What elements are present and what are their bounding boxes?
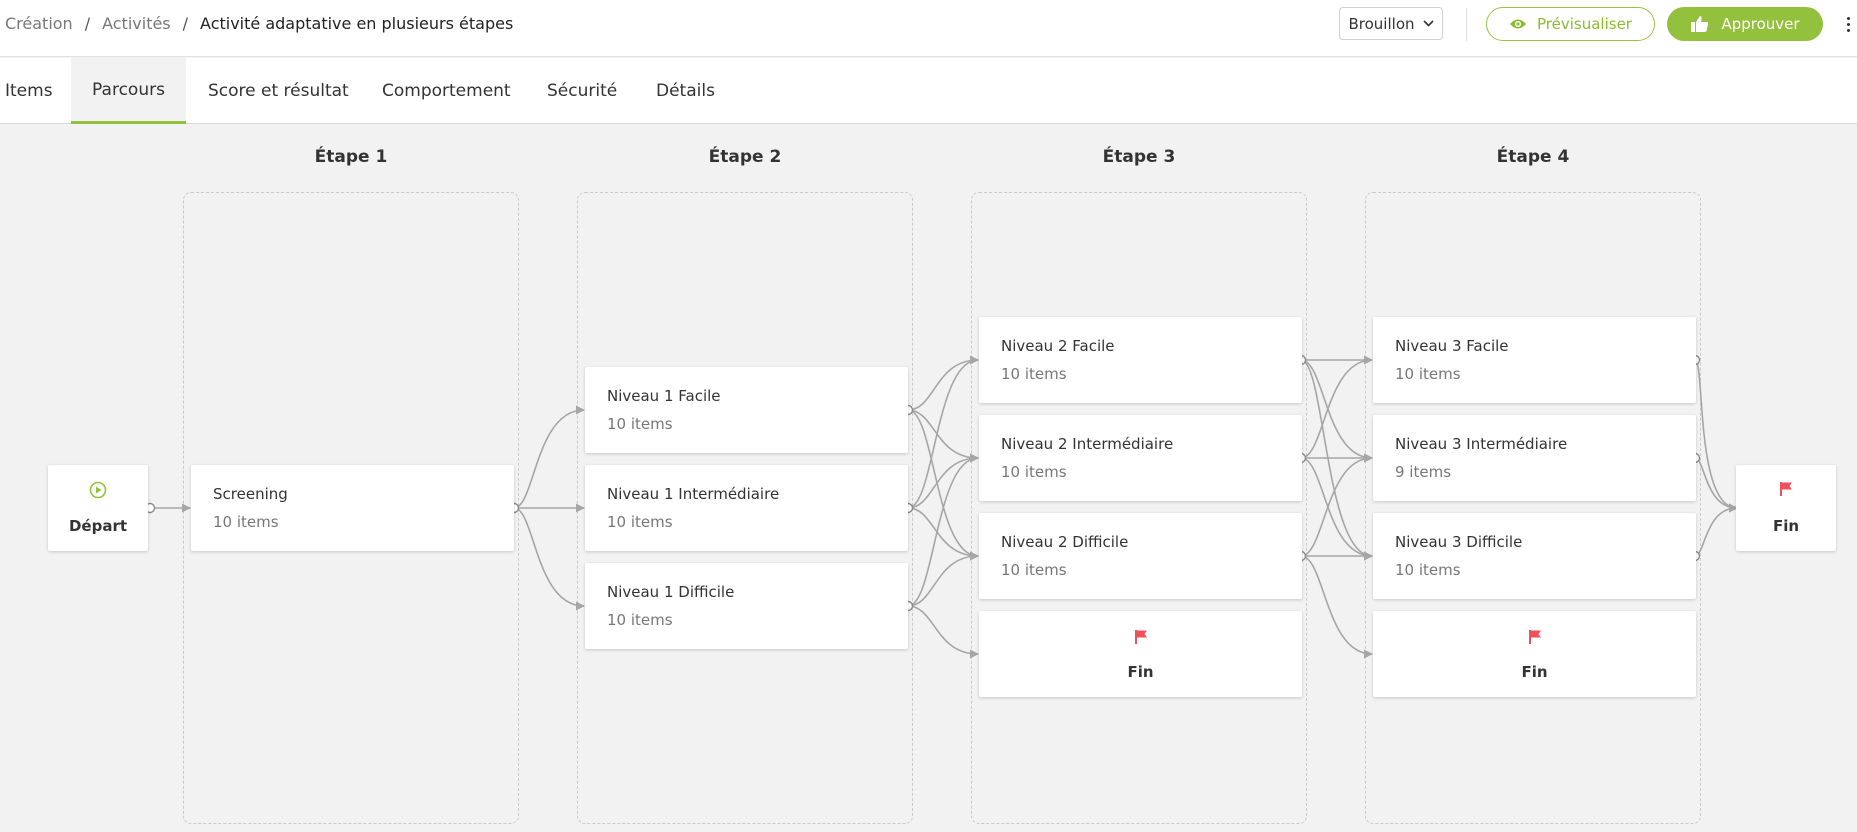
stage-title: Étape 1 — [314, 147, 388, 167]
start-node-label: Départ — [68, 517, 128, 535]
activity-node[interactable]: Niveau 3 Difficile 10 items — [1373, 513, 1696, 599]
end-node[interactable]: Fin — [979, 611, 1302, 697]
tab-bar: Items Parcours Score et résultat Comport… — [0, 58, 1857, 124]
node-item-count: 10 items — [1001, 365, 1067, 383]
node-name: Niveau 1 Intermédiaire — [607, 485, 780, 503]
breadcrumb-link-creation[interactable]: Création — [5, 14, 73, 33]
chevron-down-icon — [1422, 20, 1434, 27]
node-item-count: 10 items — [1395, 365, 1461, 383]
top-bar: Création / Activités / Activité adaptati… — [0, 0, 1857, 57]
approve-button-label: Approuver — [1721, 15, 1800, 33]
tab-items[interactable]: Items — [5, 81, 53, 101]
node-name: Niveau 2 Facile — [1001, 337, 1115, 355]
breadcrumb-link-activites[interactable]: Activités — [102, 14, 171, 33]
node-name: Screening — [213, 485, 288, 503]
preview-button-label: Prévisualiser — [1537, 15, 1632, 33]
flag-icon — [1528, 630, 1541, 644]
activity-node[interactable]: Niveau 1 Difficile 10 items — [585, 563, 908, 649]
node-item-count: 10 items — [607, 513, 673, 531]
activity-node[interactable]: Niveau 2 Difficile 10 items — [979, 513, 1302, 599]
activity-node[interactable]: Niveau 1 Intermédiaire 10 items — [585, 465, 908, 551]
activity-node[interactable]: Niveau 2 Facile 10 items — [979, 317, 1302, 403]
stage-title: Étape 4 — [1496, 147, 1570, 167]
node-item-count: 9 items — [1395, 463, 1452, 481]
end-node-label: Fin — [1127, 663, 1154, 681]
node-name: Niveau 3 Difficile — [1395, 533, 1523, 551]
activity-node[interactable]: Niveau 1 Facile 10 items — [585, 367, 908, 453]
flow-canvas: Étape 1 Étape 2 Étape 3 Étape 4 — [0, 125, 1857, 832]
activity-node[interactable]: Niveau 3 Facile 10 items — [1373, 317, 1696, 403]
node-item-count: 10 items — [1001, 463, 1067, 481]
node-name: Niveau 1 Difficile — [607, 583, 735, 601]
tab-parcours[interactable]: Parcours — [71, 58, 186, 124]
tab-score-et-resultat[interactable]: Score et résultat — [208, 81, 349, 101]
node-name: Niveau 2 Difficile — [1001, 533, 1129, 551]
status-dropdown-value: Brouillon — [1348, 14, 1415, 33]
breadcrumb-separator: / — [182, 14, 189, 33]
start-node[interactable]: Départ — [48, 465, 148, 551]
node-item-count: 10 items — [1395, 561, 1461, 579]
node-item-count: 10 items — [607, 415, 673, 433]
flag-icon — [1134, 630, 1147, 644]
activity-node[interactable]: Niveau 2 Intermédiaire 10 items — [979, 415, 1302, 501]
final-end-node[interactable]: Fin — [1736, 465, 1836, 551]
node-item-count: 10 items — [607, 611, 673, 629]
node-item-count: 10 items — [1001, 561, 1067, 579]
tab-securite[interactable]: Sécurité — [547, 81, 618, 101]
status-dropdown[interactable]: Brouillon — [1339, 7, 1443, 40]
breadcrumb-separator: / — [84, 14, 91, 33]
node-item-count: 10 items — [213, 513, 279, 531]
stage-title: Étape 2 — [708, 147, 782, 167]
breadcrumb: Création / Activités / Activité adaptati… — [5, 14, 513, 33]
approve-button[interactable]: Approuver — [1667, 7, 1823, 41]
activity-node[interactable]: Niveau 3 Intermédiaire 9 items — [1373, 415, 1696, 501]
thumbs-up-icon — [1691, 16, 1709, 32]
tab-details[interactable]: Détails — [656, 81, 715, 101]
play-circle-icon — [89, 481, 107, 499]
stage-container — [971, 192, 1307, 824]
activity-node[interactable]: Screening 10 items — [191, 465, 514, 551]
final-end-node-label: Fin — [1772, 517, 1800, 535]
end-node[interactable]: Fin — [1373, 611, 1696, 697]
stage-container — [1365, 192, 1701, 824]
header-divider — [1466, 8, 1467, 41]
kebab-menu-icon[interactable] — [1843, 12, 1853, 36]
node-name: Niveau 2 Intermédiaire — [1001, 435, 1174, 453]
page-title: Activité adaptative en plusieurs étapes — [200, 14, 514, 33]
stage-title: Étape 3 — [1102, 147, 1176, 167]
preview-button[interactable]: Prévisualiser — [1486, 7, 1655, 41]
node-name: Niveau 3 Facile — [1395, 337, 1509, 355]
flag-icon — [1780, 482, 1792, 496]
tab-comportement[interactable]: Comportement — [382, 81, 511, 101]
node-name: Niveau 1 Facile — [607, 387, 721, 405]
eye-icon — [1510, 19, 1527, 29]
end-node-label: Fin — [1521, 663, 1548, 681]
node-name: Niveau 3 Intermédiaire — [1395, 435, 1568, 453]
